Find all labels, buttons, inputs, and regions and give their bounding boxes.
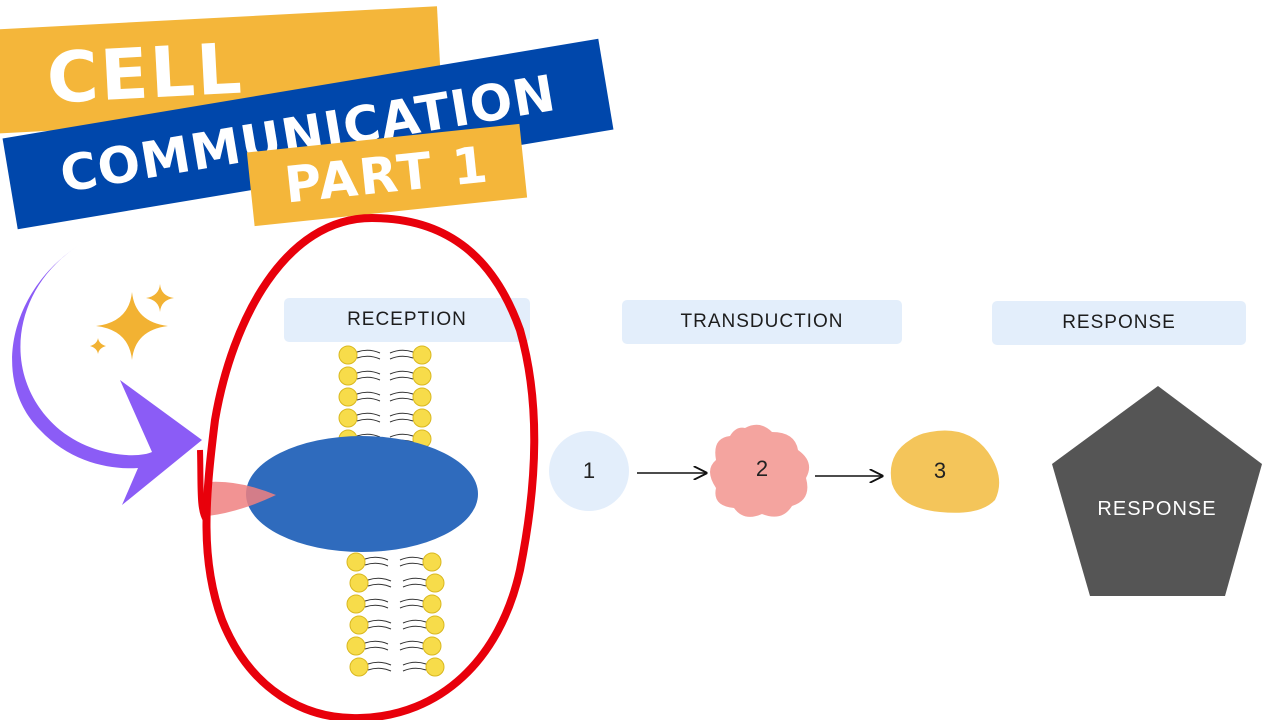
phospholipid-tail — [367, 661, 392, 666]
phospholipid-head — [346, 552, 366, 572]
receptor-protein — [246, 436, 478, 552]
phospholipid-tail — [399, 556, 424, 561]
phospholipid-head — [412, 366, 432, 386]
phospholipid-head — [338, 366, 358, 386]
phospholipid-tail — [364, 646, 389, 651]
phospholipid-tail — [402, 577, 427, 582]
phospholipid-tail — [364, 640, 389, 645]
phospholipid-tail — [356, 433, 381, 438]
phospholipid-tail — [367, 619, 392, 624]
phospholipid-tail — [364, 562, 389, 567]
phospholipid-tail — [389, 376, 414, 381]
phospholipid-head — [349, 657, 369, 677]
phospholipid-head — [349, 615, 369, 635]
phospholipid-tail — [402, 619, 427, 624]
phospholipid-tail — [389, 412, 414, 417]
response-pentagon — [1052, 386, 1262, 596]
step-2-label: 2 — [756, 456, 768, 481]
phospholipid-tail — [389, 397, 414, 402]
phospholipid-tail — [389, 355, 414, 360]
phospholipid-tail — [399, 640, 424, 645]
ligand-molecule — [208, 481, 276, 516]
phospholipid-tail — [356, 418, 381, 423]
phospholipid-head — [422, 594, 442, 614]
curved-arrow-icon — [12, 246, 203, 505]
phospholipid-tail — [356, 370, 381, 375]
phospholipid-head — [338, 408, 358, 428]
step-3-molecule — [890, 430, 1000, 513]
phospholipid-tail — [402, 583, 427, 588]
phospholipid-head — [346, 594, 366, 614]
stage-label-response-text: RESPONSE — [1062, 312, 1176, 333]
phospholipid-head — [425, 657, 445, 677]
stage-label-response: RESPONSE — [992, 301, 1246, 345]
step-1-molecule — [549, 431, 629, 511]
step-3-label: 3 — [934, 458, 946, 483]
phospholipid-head — [346, 636, 366, 656]
phospholipid-tail — [367, 625, 392, 630]
sparkle-icon — [90, 284, 174, 360]
phospholipid-head — [412, 387, 432, 407]
phospholipid-head — [349, 573, 369, 593]
stage-label-transduction-text: TRANSDUCTION — [680, 311, 844, 332]
phospholipid-head — [425, 615, 445, 635]
phospholipid-tail — [399, 646, 424, 651]
phospholipid-head — [412, 408, 432, 428]
phospholipid-tail — [356, 376, 381, 381]
stage-label-reception: RECEPTION — [284, 298, 530, 342]
phospholipid-head — [422, 552, 442, 572]
phospholipid-tail — [356, 397, 381, 402]
phospholipid-tail — [367, 583, 392, 588]
phospholipid-tail — [399, 604, 424, 609]
highlight-circle — [202, 213, 539, 720]
phospholipid-tail — [389, 391, 414, 396]
phospholipid-tail — [402, 667, 427, 672]
phospholipid-tail — [402, 625, 427, 630]
phospholipid-head — [338, 345, 358, 365]
highlight-circle-tail — [197, 449, 209, 522]
phospholipid-head — [425, 573, 445, 593]
phospholipid-tail — [389, 349, 414, 354]
phospholipid-tail — [402, 661, 427, 666]
phospholipid-tail — [389, 433, 414, 438]
phospholipid-tail — [399, 562, 424, 567]
phospholipid-tail — [356, 412, 381, 417]
phospholipid-bilayer-lower-icon — [346, 552, 445, 677]
phospholipid-tail — [399, 598, 424, 603]
phospholipid-tail — [364, 556, 389, 561]
phospholipid-head — [422, 636, 442, 656]
phospholipid-tail — [367, 577, 392, 582]
phospholipid-tail — [389, 418, 414, 423]
phospholipid-tail — [389, 370, 414, 375]
phospholipid-tail — [356, 355, 381, 360]
phospholipid-head — [338, 387, 358, 407]
phospholipid-tail — [364, 598, 389, 603]
step-1-label: 1 — [583, 458, 595, 483]
phospholipid-tail — [367, 667, 392, 672]
phospholipid-head — [412, 345, 432, 365]
step-2-molecule — [710, 424, 810, 517]
response-pentagon-label: RESPONSE — [1097, 498, 1216, 520]
phospholipid-tail — [364, 604, 389, 609]
phospholipid-tail — [356, 391, 381, 396]
phospholipid-tail — [356, 349, 381, 354]
stage-label-reception-text: RECEPTION — [347, 309, 467, 330]
stage-label-transduction: TRANSDUCTION — [622, 300, 902, 344]
phospholipid-bilayer-upper-icon — [338, 345, 432, 449]
